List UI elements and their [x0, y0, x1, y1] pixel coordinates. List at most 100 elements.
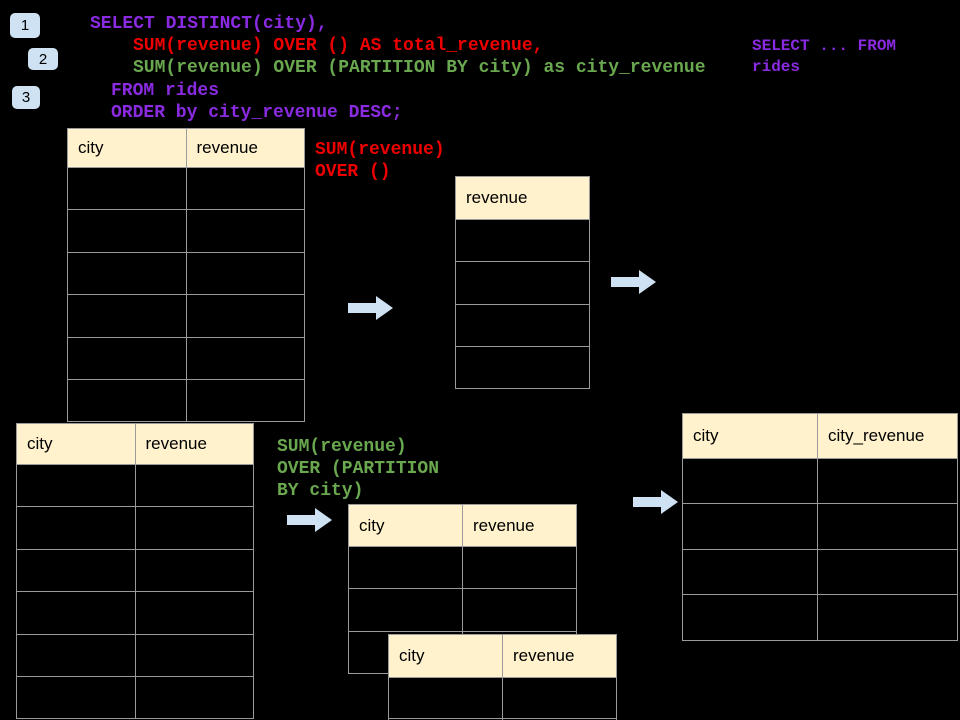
- empty-cell: [134, 548, 254, 593]
- table-row: [455, 218, 590, 263]
- empty-cell: [682, 548, 818, 596]
- table-header-row: city revenue: [388, 634, 617, 678]
- empty-cell: [16, 633, 136, 677]
- empty-cell: [16, 463, 136, 508]
- column-header-revenue: revenue: [462, 504, 577, 547]
- table-total-result: revenue: [455, 176, 590, 390]
- empty-cell: [455, 303, 590, 347]
- code-line-from: FROM rides: [111, 81, 220, 101]
- table-row: [455, 303, 590, 347]
- table-row: [16, 463, 254, 508]
- empty-cell: [817, 594, 958, 641]
- column-header-city: city: [16, 423, 136, 465]
- empty-cell: [67, 336, 187, 380]
- code-line-select: SELECT DISTINCT(city),: [90, 14, 328, 34]
- annotation-line: OVER (): [315, 162, 391, 182]
- table-row: [67, 336, 305, 380]
- empty-cell: [16, 548, 136, 593]
- table-row: [682, 548, 958, 596]
- table-row: [388, 718, 617, 720]
- empty-cell: [134, 675, 254, 720]
- annotation-line: OVER (PARTITION: [277, 459, 440, 479]
- empty-cell: [455, 261, 590, 305]
- column-header-city: city: [67, 128, 187, 168]
- table-row: [16, 675, 254, 720]
- empty-cell: [185, 209, 305, 253]
- code-line-order: ORDER by city_revenue DESC;: [111, 103, 403, 123]
- empty-cell: [348, 545, 463, 590]
- empty-cell: [682, 457, 818, 505]
- empty-cell: [682, 503, 818, 550]
- column-header-city: city: [348, 504, 463, 547]
- empty-cell: [502, 718, 617, 720]
- code-line-total-revenue: SUM(revenue) OVER () AS total_revenue,: [133, 36, 544, 56]
- empty-cell: [134, 633, 254, 677]
- table-partition-front: city revenue: [388, 634, 617, 720]
- step-badge-1: 1: [10, 13, 40, 38]
- table-row: [455, 261, 590, 305]
- column-header-revenue: revenue: [134, 423, 254, 465]
- table-row: [16, 633, 254, 677]
- table-row: [682, 503, 958, 550]
- table-row: [16, 548, 254, 593]
- table-row: [16, 506, 254, 550]
- total-revenue-annotation: SUM(revenue) OVER (): [315, 139, 445, 183]
- empty-cell: [67, 378, 187, 423]
- empty-cell: [455, 345, 590, 390]
- side-note: SELECT ... FROM rides: [752, 36, 896, 78]
- partition-annotation: SUM(revenue) OVER (PARTITION BY city): [277, 436, 439, 502]
- empty-cell: [134, 591, 254, 635]
- column-header-city-revenue: city_revenue: [817, 413, 958, 459]
- table-row: [67, 209, 305, 253]
- column-header-revenue: revenue: [455, 176, 590, 220]
- arrow-right-icon-1: [348, 296, 393, 320]
- empty-cell: [67, 294, 187, 338]
- empty-cell: [67, 209, 187, 253]
- empty-cell: [817, 503, 958, 550]
- table-header-row: revenue: [455, 176, 590, 220]
- annotation-line: SUM(revenue): [315, 140, 445, 160]
- empty-cell: [502, 677, 617, 719]
- empty-cell: [185, 336, 305, 380]
- step-badge-3: 3: [12, 86, 40, 109]
- empty-cell: [455, 218, 590, 263]
- column-header-revenue: revenue: [502, 634, 617, 678]
- table-header-row: city city_revenue: [682, 413, 958, 459]
- table-header-row: city revenue: [348, 504, 577, 547]
- empty-cell: [462, 545, 577, 590]
- empty-cell: [185, 166, 305, 211]
- empty-cell: [16, 675, 136, 720]
- empty-cell: [817, 548, 958, 596]
- table-row: [455, 345, 590, 390]
- empty-cell: [185, 251, 305, 296]
- table-row: [67, 166, 305, 211]
- empty-cell: [462, 588, 577, 632]
- empty-cell: [348, 588, 463, 632]
- arrow-right-icon-3: [287, 508, 332, 532]
- table-source-bottom: city revenue: [16, 423, 254, 720]
- step-badge-2: 2: [28, 48, 58, 70]
- table-header-row: city revenue: [16, 423, 254, 465]
- empty-cell: [134, 463, 254, 508]
- empty-cell: [16, 506, 136, 550]
- arrow-right-icon-4: [633, 490, 678, 514]
- code-line-partition: SUM(revenue) OVER (PARTITION BY city) as…: [133, 58, 706, 78]
- table-row: [388, 677, 617, 719]
- table-city-revenue-result: city city_revenue: [682, 413, 958, 641]
- empty-cell: [16, 591, 136, 635]
- annotation-line: SUM(revenue): [277, 437, 407, 457]
- annotation-line: BY city): [277, 481, 364, 501]
- side-note-line: rides: [752, 58, 801, 76]
- table-row: [348, 588, 577, 632]
- table-row: [67, 251, 305, 296]
- table-header-row: city revenue: [67, 128, 305, 168]
- empty-cell: [817, 457, 958, 505]
- column-header-revenue: revenue: [185, 128, 305, 168]
- column-header-city: city: [388, 634, 503, 678]
- empty-cell: [682, 594, 818, 641]
- arrow-right-icon-2: [611, 270, 656, 294]
- table-row: [67, 378, 305, 423]
- table-row: [16, 591, 254, 635]
- empty-cell: [134, 506, 254, 550]
